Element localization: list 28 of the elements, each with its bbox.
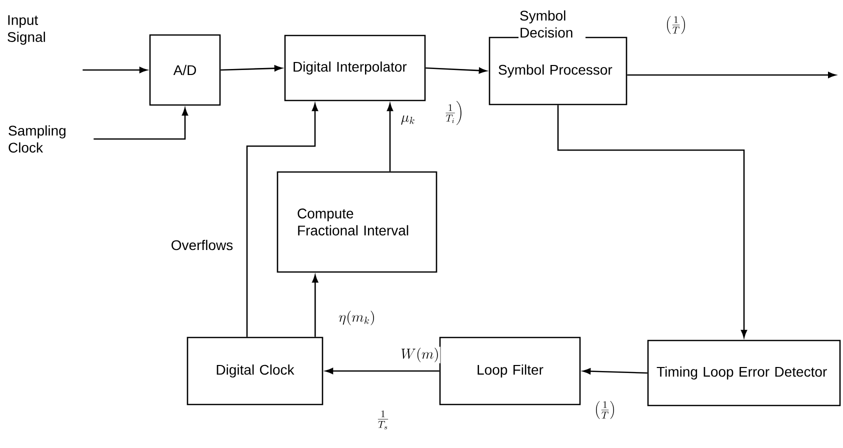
arrow xyxy=(220,65,282,72)
arrow xyxy=(426,67,487,74)
edge-label: $\left(\frac{1}{T}\right)$ xyxy=(593,400,617,420)
block-box: Digital Interpolator xyxy=(284,34,426,102)
arrow xyxy=(325,368,440,374)
arrow xyxy=(386,103,394,172)
rate-label: $\frac{1}{T_s}$ xyxy=(378,410,388,430)
block-box: A/D xyxy=(149,34,221,106)
arrow xyxy=(557,105,748,338)
block-box: Compute Fractional Interval xyxy=(276,171,438,273)
block-box: Digital Clock xyxy=(186,336,324,406)
arrow xyxy=(582,368,648,374)
arrow xyxy=(82,66,148,74)
signal-label: Sampling Clock xyxy=(8,125,66,153)
rate-label: $\frac{1}{T_i}\biggr)$ xyxy=(446,101,462,125)
edge-label: Overflows xyxy=(170,238,234,252)
arrow xyxy=(94,108,188,140)
signal-label: Input Signal xyxy=(8,15,45,45)
edge-label: Symbol Decision xyxy=(518,9,586,39)
arrow xyxy=(627,72,836,78)
arrow xyxy=(312,274,318,337)
rate-label: $\left(\frac{1}{T}\right)$ xyxy=(667,16,685,34)
edge-label: $\mu_k$ xyxy=(400,114,416,126)
block-box: Timing Loop Error Detector xyxy=(647,340,841,406)
edge-label: $W(m)$ xyxy=(400,346,440,364)
arrow xyxy=(246,103,318,337)
block-box: Loop Filter xyxy=(439,336,581,406)
edge-label: $\eta(m_k)$ xyxy=(338,310,376,326)
